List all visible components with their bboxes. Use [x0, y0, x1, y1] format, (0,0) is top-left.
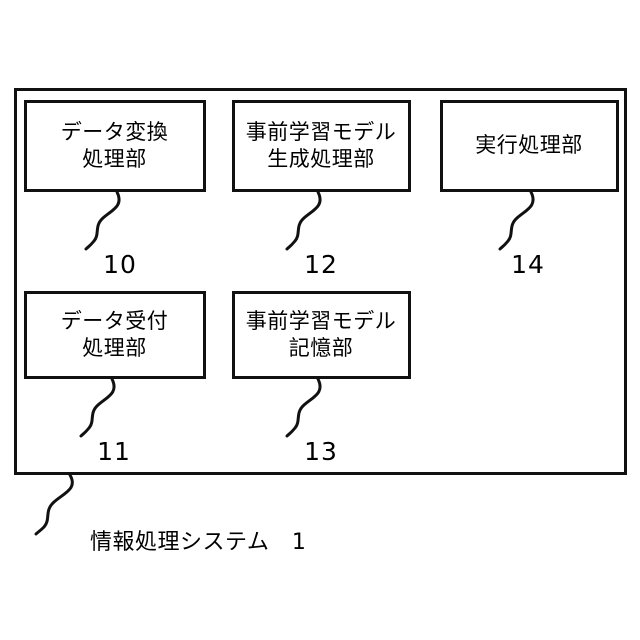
system-boundary-frame: [14, 88, 627, 475]
leader-line-10: [84, 190, 121, 251]
block-rect-data-reception-processing-unit: [24, 291, 206, 379]
leader-line-11: [79, 377, 116, 438]
figure-caption: 情報処理システム 1: [90, 530, 307, 555]
reference-numeral-14: 14: [511, 250, 545, 279]
block-rect-pretrained-model-generation-processing-unit: [232, 100, 411, 192]
block-rect-pretrained-model-storage-unit: [232, 291, 411, 379]
reference-numeral-10: 10: [103, 250, 137, 279]
block-rect-data-conversion-processing-unit: [24, 100, 206, 192]
leader-line-12: [285, 190, 322, 251]
reference-numeral-12: 12: [304, 250, 338, 279]
leader-line-13: [285, 377, 322, 438]
reference-numeral-11: 11: [97, 437, 131, 466]
block-rect-execution-processing-unit: [440, 100, 619, 192]
reference-numeral-13: 13: [304, 437, 338, 466]
leader-line-14: [498, 190, 535, 251]
leader-line-system: [34, 473, 74, 536]
